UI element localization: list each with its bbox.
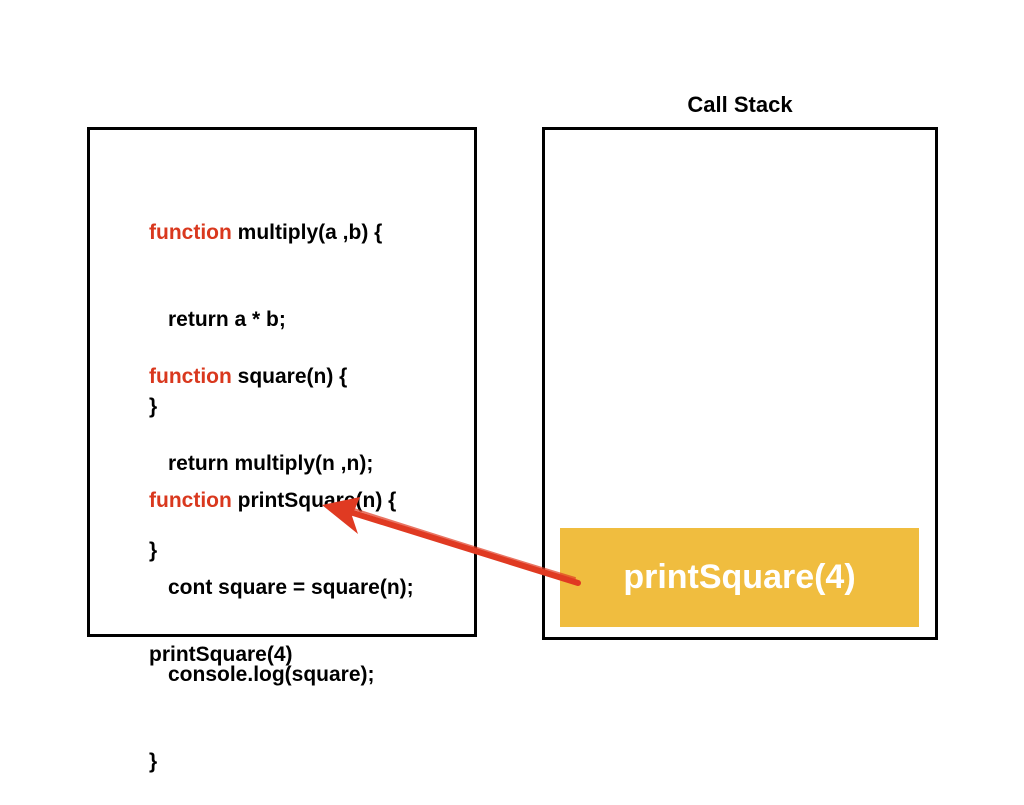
code-line: function square(n) { <box>149 362 373 391</box>
code-block-multiply: function multiply(a ,b) { return a * b; … <box>149 160 382 450</box>
code-keyword: function <box>149 221 232 244</box>
code-keyword: function <box>149 365 232 388</box>
code-line: } <box>149 395 158 418</box>
code-line: return a * b; <box>168 308 286 331</box>
code-line: } <box>149 750 158 773</box>
code-text: square(n) { <box>231 365 348 388</box>
code-line: function printSquare(n) { <box>149 486 414 515</box>
code-line: return multiply(n ,n); <box>168 452 374 475</box>
code-text: multiply(a ,b) { <box>231 221 383 244</box>
code-line: console.log(square); <box>168 663 375 686</box>
stack-frame: printSquare(4) <box>560 528 919 627</box>
code-block-square: function square(n) { return multiply(n ,… <box>149 304 373 594</box>
code-keyword: function <box>149 489 232 512</box>
code-line: function multiply(a ,b) { <box>149 218 382 247</box>
code-panel <box>87 127 477 637</box>
call-stack-title: Call Stack <box>687 92 793 117</box>
code-line: printSquare(4) <box>149 643 293 666</box>
stack-frame-label: printSquare(4) <box>623 558 856 596</box>
code-line: } <box>149 539 158 562</box>
code-text: printSquare(n) { <box>231 489 397 512</box>
call-stack-panel <box>542 127 938 640</box>
code-block-call: printSquare(4) <box>149 582 293 698</box>
